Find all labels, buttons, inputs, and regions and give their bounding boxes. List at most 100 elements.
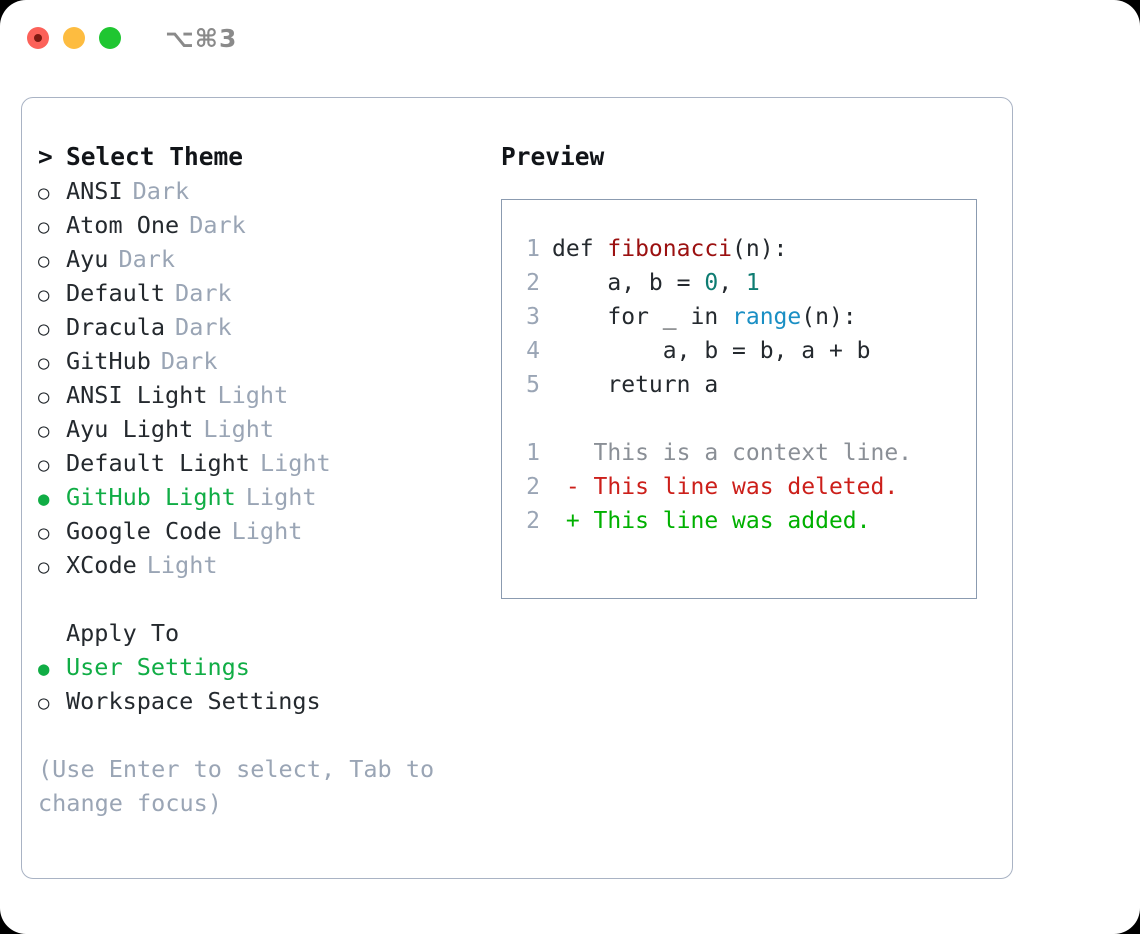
code-token-plain: a, b = b, a + b bbox=[552, 338, 871, 364]
theme-list-item[interactable]: ○ Default Light Light bbox=[38, 446, 478, 480]
apply-to-list: ● User Settings ○Workspace Settings bbox=[38, 650, 478, 718]
prompt-caret-icon: > bbox=[38, 142, 53, 171]
radio-unselected-icon[interactable]: ○ bbox=[38, 454, 50, 476]
radio-unselected-icon[interactable]: ○ bbox=[38, 182, 50, 204]
radio-unselected-icon[interactable]: ○ bbox=[38, 250, 50, 272]
title-bar: ⌥⌘3 bbox=[0, 0, 1140, 76]
radio-unselected-icon[interactable]: ○ bbox=[38, 352, 50, 374]
diff-line: 2 + This line was added. bbox=[512, 504, 976, 538]
radio-unselected-icon[interactable]: ○ bbox=[38, 420, 50, 442]
diff-line: 1 This is a context line. bbox=[512, 436, 976, 470]
apply-to-option[interactable]: ○Workspace Settings bbox=[38, 684, 478, 718]
select-theme-header: > Select Theme bbox=[38, 140, 478, 174]
theme-name-label: GitHub Light bbox=[66, 483, 236, 511]
theme-variant-label: Light bbox=[231, 517, 303, 545]
code-token-call: range bbox=[732, 304, 802, 330]
diff-line-number: 2 bbox=[526, 508, 540, 534]
radio-unselected-icon[interactable]: ○ bbox=[38, 556, 50, 578]
code-line-number: 3 bbox=[526, 304, 540, 330]
code-token-plain: a, b = bbox=[552, 270, 705, 296]
radio-unselected-icon[interactable]: ○ bbox=[38, 386, 50, 408]
code-line-number: 2 bbox=[526, 270, 540, 296]
apply-to-heading: Apply To bbox=[66, 619, 180, 647]
apply-to-option[interactable]: ● User Settings bbox=[38, 650, 478, 684]
traffic-light-buttons bbox=[27, 27, 121, 49]
diff-line-number: 2 bbox=[526, 474, 540, 500]
theme-name-label: XCode bbox=[66, 551, 137, 579]
theme-name-label: Default Light bbox=[66, 449, 250, 477]
minimize-button-icon[interactable] bbox=[63, 27, 85, 49]
theme-variant-label: Light bbox=[259, 449, 331, 477]
code-line: 4 a, b = b, a + b bbox=[512, 334, 976, 368]
theme-variant-label: Dark bbox=[132, 177, 190, 205]
theme-list-item[interactable]: ○ Google Code Light bbox=[38, 514, 478, 548]
code-token-plain: return a bbox=[552, 372, 719, 398]
code-line: 1 def fibonacci(n): bbox=[512, 232, 976, 266]
theme-name-label: ANSI bbox=[66, 177, 123, 205]
diff-spacer bbox=[512, 402, 976, 436]
theme-list-item[interactable]: ○ ANSI Dark bbox=[38, 174, 478, 208]
code-line-text: for _ in range(n): bbox=[552, 300, 857, 334]
section-spacer bbox=[38, 582, 478, 616]
code-token-plain: (n): bbox=[732, 236, 788, 262]
code-line: 2 a, b = 0, 1 bbox=[512, 266, 976, 300]
diff-line-text: - This line was deleted. bbox=[552, 474, 899, 500]
theme-name-label: ANSI Light bbox=[66, 381, 208, 409]
theme-list-item[interactable]: ● GitHub Light Light bbox=[38, 480, 478, 514]
keyboard-hint-text: (Use Enter to select, Tab to change focu… bbox=[38, 755, 435, 817]
code-line-number: 5 bbox=[526, 372, 540, 398]
code-line-text: a, b = 0, 1 bbox=[552, 266, 759, 300]
preview-heading: Preview bbox=[501, 142, 605, 171]
theme-variant-label: Dark bbox=[118, 245, 176, 273]
theme-name-label: GitHub bbox=[66, 347, 151, 375]
radio-unselected-icon[interactable]: ○ bbox=[38, 692, 50, 714]
code-token-plain: , bbox=[718, 270, 746, 296]
radio-unselected-icon[interactable]: ○ bbox=[38, 522, 50, 544]
radio-unselected-icon[interactable]: ○ bbox=[38, 284, 50, 306]
code-line-number: 1 bbox=[526, 236, 540, 262]
theme-variant-label: Dark bbox=[189, 211, 246, 239]
code-token-num: 0 bbox=[704, 270, 719, 296]
maximize-button-icon[interactable] bbox=[99, 27, 121, 49]
theme-variant-label: Light bbox=[217, 381, 289, 409]
code-token-plain: def bbox=[552, 236, 608, 262]
theme-variant-label: Light bbox=[203, 415, 275, 443]
code-line-text: def fibonacci(n): bbox=[552, 232, 787, 266]
apply-to-label: User Settings bbox=[66, 653, 250, 681]
theme-name-label: Google Code bbox=[66, 517, 222, 545]
keyboard-shortcut-label: ⌥⌘3 bbox=[165, 23, 238, 53]
select-theme-label: Select Theme bbox=[66, 142, 244, 171]
diff-sample: 1 This is a context line.2 - This line w… bbox=[512, 436, 976, 538]
radio-selected-icon[interactable]: ● bbox=[38, 658, 50, 680]
code-line-text: a, b = b, a + b bbox=[552, 334, 871, 368]
theme-name-label: Dracula bbox=[66, 313, 166, 341]
theme-variant-label: Dark bbox=[160, 347, 218, 375]
code-token-fn: fibonacci bbox=[607, 236, 733, 262]
theme-name-label: Default bbox=[66, 279, 166, 307]
radio-selected-icon[interactable]: ● bbox=[38, 488, 50, 510]
radio-unselected-icon[interactable]: ○ bbox=[38, 216, 50, 238]
close-button-icon[interactable] bbox=[27, 27, 49, 49]
theme-list-item[interactable]: ○ GitHub Dark bbox=[38, 344, 478, 378]
diff-line-text: This is a context line. bbox=[552, 440, 913, 466]
radio-unselected-icon[interactable]: ○ bbox=[38, 318, 50, 340]
code-line-number: 4 bbox=[526, 338, 540, 364]
diff-line-number: 1 bbox=[526, 440, 540, 466]
code-token-plain: (n): bbox=[801, 304, 857, 330]
code-line-text: return a bbox=[552, 368, 718, 402]
theme-list-item[interactable]: ○ ANSI Light Light bbox=[38, 378, 478, 412]
diff-line: 2 - This line was deleted. bbox=[512, 470, 976, 504]
theme-variant-label: Light bbox=[245, 483, 317, 511]
